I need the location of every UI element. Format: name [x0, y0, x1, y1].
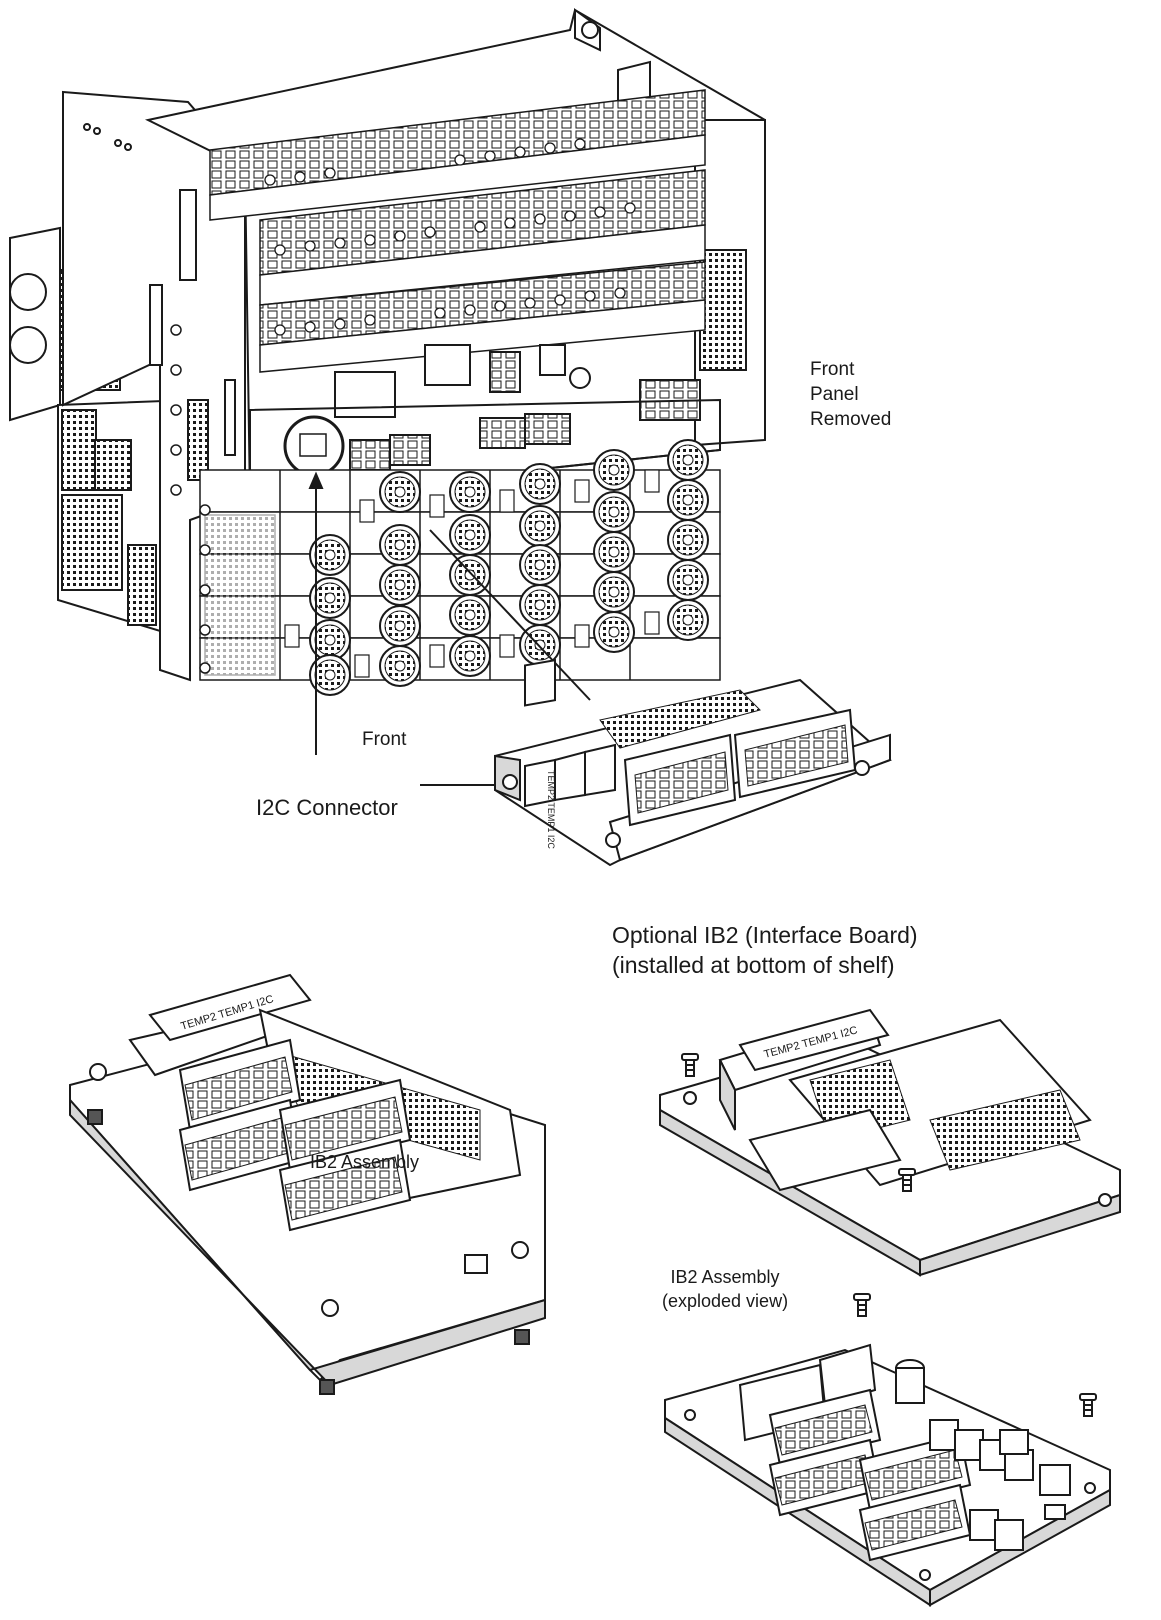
optional-ib2-caption: Optional IB2 (Interface Board) (installe…	[612, 920, 918, 980]
ib2-assembly-drawing: TEMP2 TEMP1 I2C	[69, 973, 546, 1395]
ib2-exploded-board	[664, 1293, 1111, 1607]
ib2-board-installed: TEMP2 TEMP1 I2C	[494, 658, 892, 867]
i2c-connector-label: I2C Connector	[256, 795, 398, 820]
ib2-exploded-label: IB2 Assembly (exploded view)	[662, 1265, 788, 1313]
power-shelf-drawing	[9, 8, 766, 696]
front-panel-removed-label: Front Panel Removed	[810, 357, 891, 432]
optional-ib2-line-1: Optional IB2 (Interface Board)	[612, 922, 918, 948]
front-panel-removed-line-1: Front	[810, 359, 855, 380]
front-panel-removed-line-3: Removed	[810, 409, 892, 430]
ib2-exploded-cover: TEMP2 TEMP1 I2C	[659, 1008, 1121, 1277]
ib2-header-strip-text: TEMP2 TEMP1 I2C	[546, 770, 556, 849]
front-panel-removed-line-2: Panel	[810, 384, 859, 405]
front-label: Front	[362, 729, 407, 750]
ib2-exploded-line-2: (exploded view)	[662, 1291, 789, 1311]
ib2-assembly-label: IB2 Assembly	[310, 1152, 420, 1172]
ib2-exploded-line-1: IB2 Assembly	[670, 1267, 780, 1287]
leader-lines	[308, 471, 591, 793]
optional-ib2-line-2: (installed at bottom of shelf)	[612, 952, 895, 978]
